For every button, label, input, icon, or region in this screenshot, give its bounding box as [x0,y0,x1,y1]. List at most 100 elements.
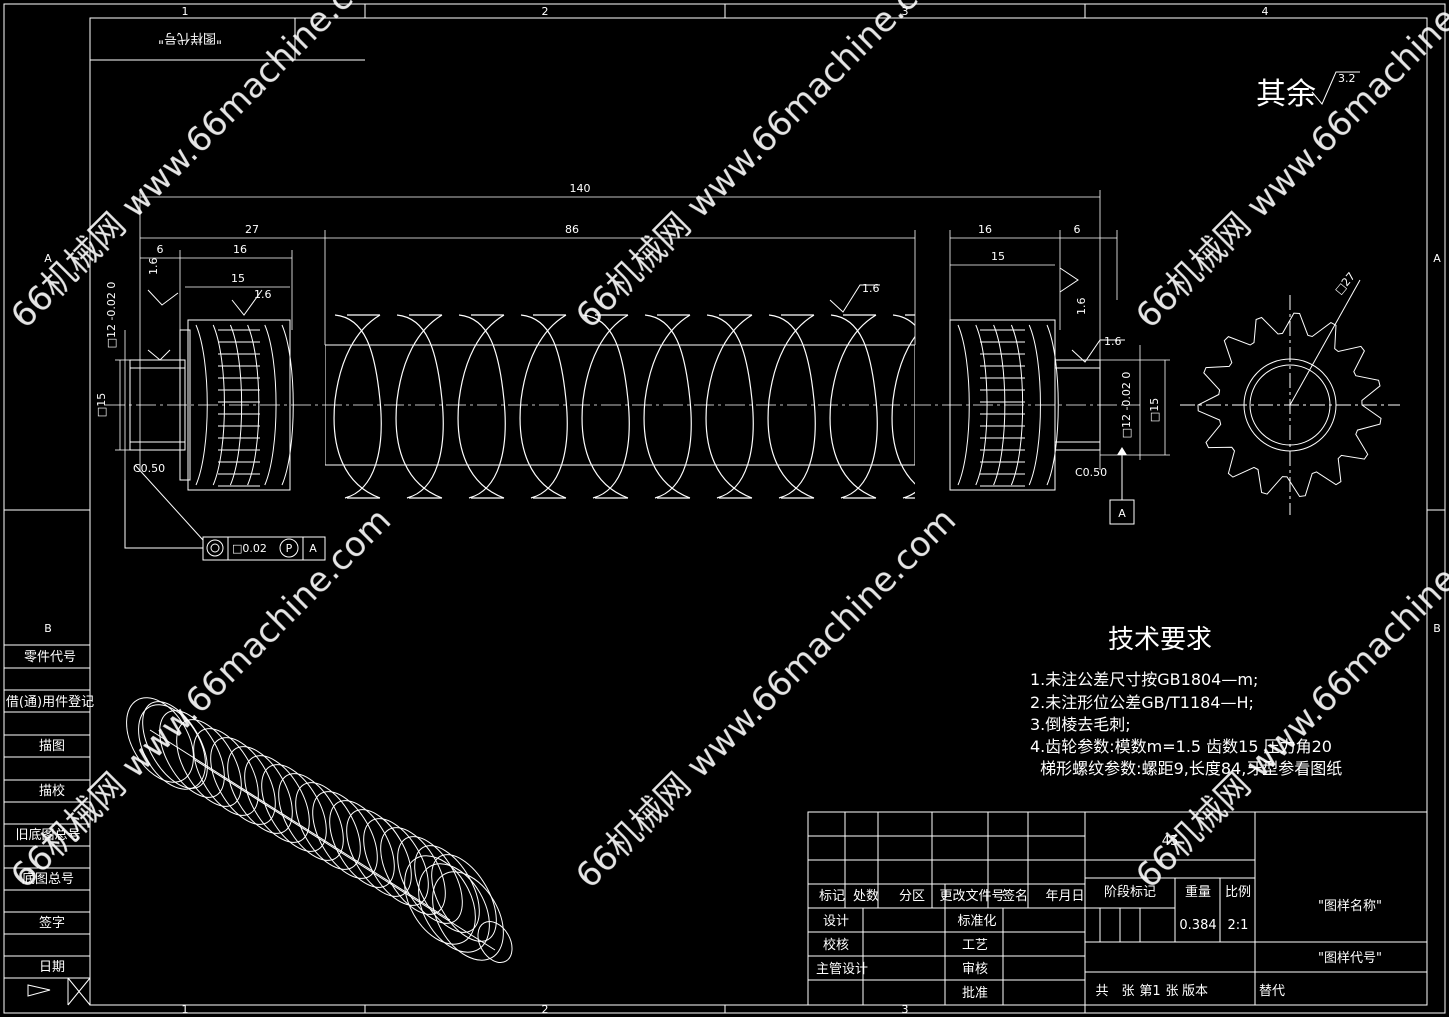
tb-h-3: 更改文件号 [939,889,1004,904]
worm-root [767,314,815,499]
dim-right-tol: □12 -0.02 0 [1120,372,1133,439]
svg-text:3.2: 3.2 [1338,72,1356,85]
tb-drawing-name: "图样名称" [1318,898,1382,914]
worm-crest [595,314,628,499]
worm-flank [706,314,754,499]
iso-thread-ring [193,728,259,816]
tb-signoff-r3: 批准 [962,986,988,1001]
tb-signoff-l2: 主管设计 [816,962,868,977]
iso-thread-ring [210,737,276,825]
worm-flank [458,314,506,499]
iso-thread-ring [431,854,497,942]
roughness-mark-5: 1.6 [1104,335,1122,348]
worm-crest [471,314,504,499]
gear-tooth-curve [975,324,988,486]
worm-crest [533,314,566,499]
svg-text:1.未注公差尺寸按GB1804—m;: 1.未注公差尺寸按GB1804—m; [1030,670,1258,689]
dim-right-gear-face: 15 [991,250,1005,263]
worm-crest [905,314,915,499]
gear-tooth-curve [264,324,277,486]
left-col-6: 签字 [39,915,65,931]
svg-text:□0.02: □0.02 [232,542,267,555]
zone-col-1-bottom: 1 [182,1003,189,1016]
worm-thread [325,314,915,499]
tb-sheet-5: 替代 [1259,984,1285,999]
svg-text:2.未注形位公差GB/T1184—H;: 2.未注形位公差GB/T1184—H; [1030,693,1254,712]
tb-scale: 2:1 [1228,918,1249,933]
roughness-symbols [147,267,1125,363]
worm-crest [719,314,752,499]
iso-thread-ring [227,746,293,834]
worm-flank [768,314,816,499]
iso-thread-ring [346,809,412,897]
left-gear [187,319,294,491]
worm-flank [334,314,382,499]
svg-text:3.倒棱去毛刺;: 3.倒棱去毛刺; [1030,715,1131,734]
dim-left-gear-face: 15 [231,272,245,285]
tb-weight-h: 重量 [1185,884,1211,900]
title-block [807,811,1428,1006]
tech-requirements: 技术要求 1.未注公差尺寸按GB1804—m; 2.未注形位公差GB/T1184… [1030,625,1342,778]
tolerance-frame: □0.02 P A [124,464,326,561]
iso-gear-ring [404,855,476,945]
tb-sheet-4: 版本 [1182,984,1208,999]
iso-shaft-end [477,921,513,963]
svg-text:梯形螺纹参数:螺距9,长度84,牙型参看图纸: 梯形螺纹参数:螺距9,长度84,牙型参看图纸 [1030,759,1342,778]
gear-profile [1197,312,1382,498]
iso-thread-ring [363,818,429,906]
tb-weight: 0.384 [1179,918,1216,933]
iso-thread-ring [312,791,378,879]
left-col-4: 旧底图总号 [15,827,80,843]
tb-h-5: 年月日 [1045,889,1084,904]
worm-flank [396,314,444,499]
dim-right-gear-width: 16 [978,223,992,236]
dim-right-chamfer: C0.50 [1075,466,1107,479]
gear-outline [187,319,291,491]
iso-thread-ring [414,845,480,933]
tb-h-4: 签名 [1002,888,1028,904]
svg-text:66机械网 www.66machine.com: 66机械网 www.66machine.com [568,500,964,896]
zone-col-2-bottom: 2 [542,1003,549,1016]
dia-leader [1289,279,1361,406]
worm-root [643,314,691,499]
roughness-mark-3: 1.6 [862,282,880,295]
worm-root [395,314,443,499]
dim-left-tol: □12 -0.02 0 [105,282,118,349]
iso-thread-ring [380,827,446,915]
worm-flank [892,314,915,499]
zone-col-4-top: 4 [1262,5,1269,18]
worm-root [457,314,505,499]
gear-tooth-curve [195,324,208,486]
tb-stage: 阶段标记 [1104,885,1156,900]
iso-thread-ring [278,773,344,861]
zone-col-2-top: 2 [542,5,549,18]
svg-text:4.齿轮参数:模数m=1.5 齿数15 压力角20: 4.齿轮参数:模数m=1.5 齿数15 压力角20 [1030,737,1332,756]
worm-crest [347,314,380,499]
left-column-table [4,644,91,1006]
iso-thread-ring [142,701,208,789]
worm-flank [830,314,878,499]
svg-text:A: A [1118,507,1126,520]
tb-signoff-r0: 标准化 [957,914,996,929]
gear-tooth-curve [957,324,970,486]
zone-row-b-right: B [1433,622,1441,635]
tb-sheet-2: 第1 [1139,984,1160,999]
worm-root [581,314,629,499]
tb-h-0: 标记 [819,889,845,904]
left-col-7: 日期 [39,960,65,975]
roughness-mark-1: 1.6 [147,258,160,276]
zone-col-3-bottom: 3 [902,1003,909,1016]
worm-root [891,335,915,485]
dim-end-view: □27 [1332,270,1358,297]
iso-thread-ring [261,764,327,852]
tb-sheet-0: 共 [1095,984,1108,999]
dim-left-gear-width: 16 [233,243,247,256]
iso-gear-ring [418,863,490,953]
dim-left-shoulder: 6 [157,243,164,256]
svg-text:其余: 其余 [1256,77,1316,112]
tb-sheet-1: 张 [1121,984,1134,999]
gear-tooth-curve [1010,324,1024,486]
left-journal [129,329,191,481]
tb-signoff-l0: 设计 [823,914,849,929]
